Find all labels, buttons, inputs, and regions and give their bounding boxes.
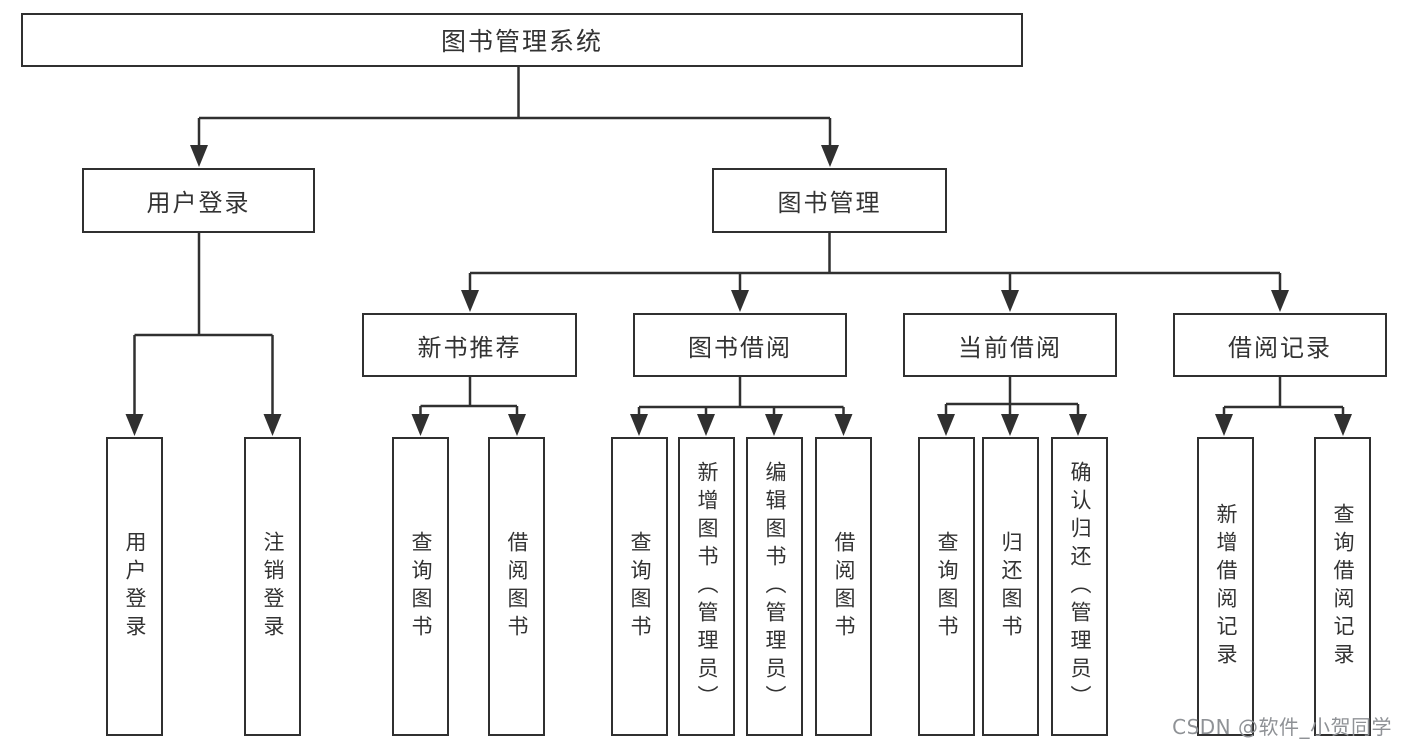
node-leaf-add-borrow-record: 新增借阅记录	[1197, 437, 1254, 736]
node-leaf-logout: 注销登录	[244, 437, 301, 736]
node-label: 借阅图书	[832, 530, 856, 643]
node-label: 借阅记录	[1228, 333, 1332, 362]
connector-user-login-branch	[133, 233, 274, 418]
node-label: 编辑图书（管理员）	[763, 460, 787, 713]
node-label: 查询图书	[409, 530, 433, 643]
node-leaf-query-books-3: 查询图书	[918, 437, 975, 736]
connector-new-book-branch	[419, 377, 519, 418]
node-label: 用户登录	[123, 530, 147, 643]
node-leaf-edit-books-admin: 编辑图书（管理员）	[746, 437, 803, 736]
connector-current-borrowing-branch	[944, 377, 1080, 418]
watermark: CSDN @软件_小贺同学	[1172, 715, 1392, 739]
node-leaf-return-books: 归还图书	[982, 437, 1039, 736]
node-book-borrowing: 图书借阅	[633, 313, 847, 377]
node-new-book-recommendation: 新书推荐	[362, 313, 577, 377]
node-leaf-query-borrow-record: 查询借阅记录	[1314, 437, 1371, 736]
node-label: 图书管理系统	[440, 27, 603, 56]
node-label: 查询图书	[935, 530, 959, 643]
node-leaf-add-books-admin: 新增图书（管理员）	[678, 437, 735, 736]
connector-borrow-records-branch	[1222, 377, 1345, 418]
connector-root-to-level2	[197, 67, 832, 150]
node-book-management: 图书管理	[712, 168, 947, 233]
node-label: 新增借阅记录	[1214, 502, 1238, 671]
node-leaf-query-books-2: 查询图书	[611, 437, 668, 736]
node-library-management-system: 图书管理系统	[21, 13, 1023, 67]
node-label: 图书管理	[777, 189, 882, 217]
node-leaf-confirm-return-admin: 确认归还（管理员）	[1051, 437, 1108, 736]
node-label: 确认归还（管理员）	[1068, 460, 1092, 713]
node-label: 归还图书	[999, 530, 1023, 643]
connector-book-management-branch	[468, 233, 1282, 295]
node-current-borrowing: 当前借阅	[903, 313, 1117, 377]
node-leaf-user-login: 用户登录	[106, 437, 163, 736]
node-label: 查询图书	[628, 530, 652, 643]
node-label: 新增图书（管理员）	[695, 460, 719, 713]
node-label: 当前借阅	[958, 333, 1062, 362]
connector-book-borrowing-branch	[637, 377, 845, 418]
node-label: 新书推荐	[417, 333, 522, 362]
node-leaf-query-books-1: 查询图书	[392, 437, 449, 736]
node-label: 用户登录	[146, 189, 251, 217]
arrowheads	[125, 145, 1352, 436]
node-label: 注销登录	[261, 530, 285, 643]
node-borrowing-records: 借阅记录	[1173, 313, 1387, 377]
node-label: 借阅图书	[505, 530, 529, 643]
node-user-login: 用户登录	[82, 168, 315, 233]
node-label: 查询借阅记录	[1331, 502, 1355, 671]
node-label: 图书借阅	[688, 333, 792, 362]
node-leaf-borrow-books-1: 借阅图书	[488, 437, 545, 736]
node-leaf-borrow-books-2: 借阅图书	[815, 437, 872, 736]
